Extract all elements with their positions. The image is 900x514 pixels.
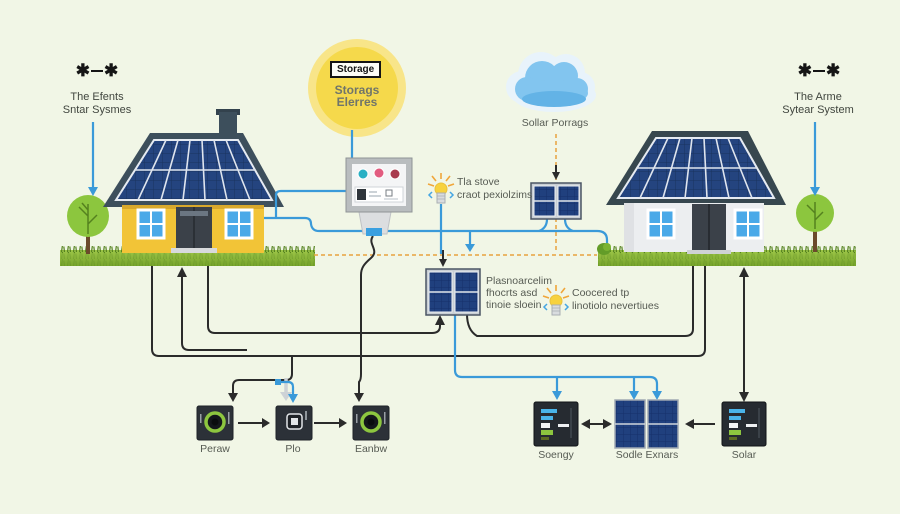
bush-icon [597, 243, 611, 255]
cloud-icon [506, 52, 596, 112]
star-link-line [813, 69, 825, 72]
device-label-soengy: Soengy [538, 449, 574, 461]
lightbulb-icon [427, 173, 455, 204]
panel-note: Plasnoarcelim fhocrts asd tinoie sloein [486, 275, 552, 311]
asterisk-icon: ✱ [797, 61, 812, 80]
device-label-peraw: Peraw [200, 443, 230, 455]
device-label-eanbw: Eanbw [354, 443, 388, 455]
connection-note: Coocered tp linotiolo nevertiues [572, 287, 659, 312]
asterisk-icon: ✱ [75, 61, 90, 80]
solar-panel-pair [614, 399, 679, 449]
device-box-plo [275, 405, 313, 441]
left-system-title: The Efents Sntar Sysmes [62, 91, 132, 116]
lightbulb-icon [542, 285, 570, 316]
asterisk-icon: ✱ [104, 61, 119, 80]
wiring-black-arrowheads [177, 172, 749, 429]
asterisk-icon: ✱ [826, 61, 841, 80]
star-icons-left: ✱ ✱ [62, 62, 132, 79]
tree-icon [67, 195, 109, 254]
device-label-plo: Plo [285, 443, 301, 455]
device-box-peraw [196, 405, 234, 441]
window-icon [733, 208, 763, 240]
wiring-black [151, 165, 745, 425]
right-system-title: The Arme Sytear System [782, 91, 854, 116]
wiring-blue [91, 122, 817, 394]
window-icon [646, 208, 676, 240]
tree-icon [796, 194, 834, 252]
device-box-eanbw [352, 405, 390, 441]
house-right [606, 131, 786, 254]
device-label-sodle-exnars: Sodle Exnars [615, 449, 679, 461]
storage-label: Storags Elerres [334, 83, 380, 109]
solar-panel-mid [425, 268, 481, 316]
device-box-soengy [533, 401, 579, 447]
device-label-solar: Solar [731, 449, 757, 461]
house-left [103, 109, 284, 253]
device-box-solar [721, 401, 767, 447]
inverter-note: Tla stove craot pexiolzims [457, 176, 533, 201]
inverter-unit [345, 157, 413, 236]
window-icon [224, 208, 254, 240]
cloud-label: Sollar Porrags [521, 117, 589, 129]
window-icon [136, 208, 166, 240]
storage-badge: Storage [330, 61, 382, 78]
solar-panel-small [530, 182, 582, 220]
wiring-blue-arrowheads [88, 187, 820, 403]
star-link-line [91, 69, 103, 72]
star-icons-right: ✱ ✱ [784, 62, 854, 79]
